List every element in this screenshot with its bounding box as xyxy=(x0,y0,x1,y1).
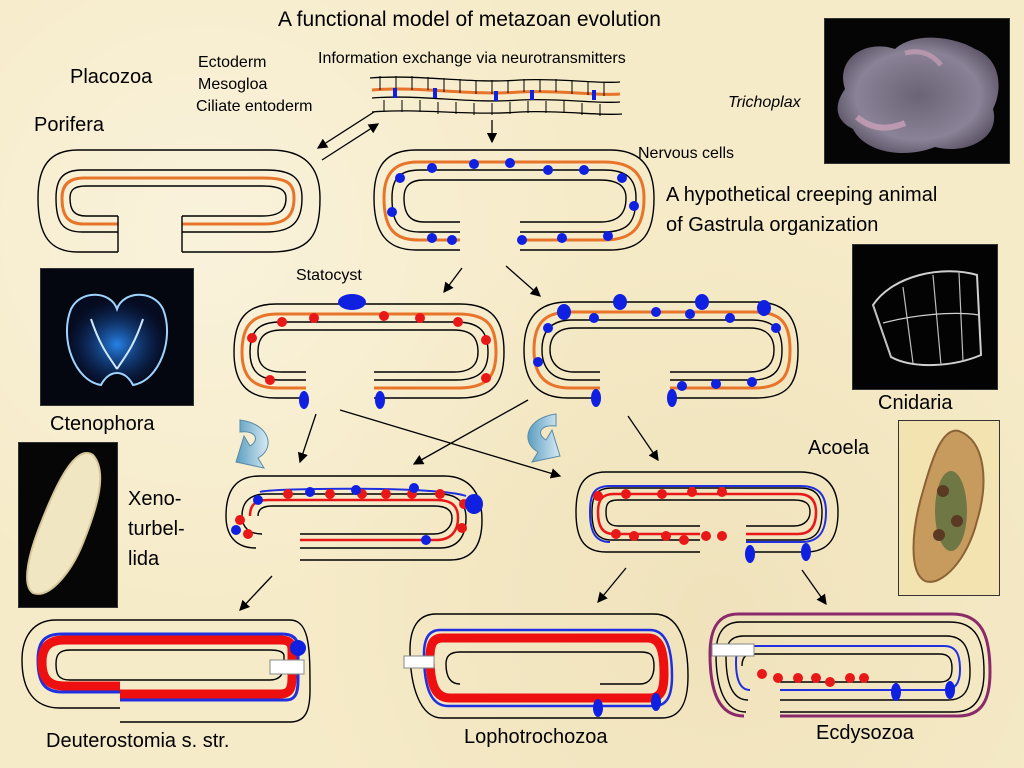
evolution-arrows xyxy=(239,111,827,611)
porifera-diagram xyxy=(37,149,321,253)
acoela-photo xyxy=(898,420,1000,596)
xenoturbellida-photo xyxy=(18,442,118,608)
cnidaria-cells xyxy=(533,294,781,407)
cnidaria-diagram xyxy=(523,301,799,399)
entoderm-label: Ciliate entoderm xyxy=(196,98,313,115)
nervous-cells-label: Nervous cells xyxy=(638,145,735,162)
ctenophora-label: Ctenophora xyxy=(50,413,155,435)
curved-arrow-left-icon xyxy=(235,419,269,469)
cnidaria-label: Cnidaria xyxy=(878,392,953,414)
acoela-diagram xyxy=(575,471,839,553)
placozoa-label: Placozoa xyxy=(70,66,153,88)
ecdysozoa-cuticle xyxy=(708,612,992,718)
cnidaria-photo xyxy=(852,244,998,390)
hypothetical-line1: A hypothetical creeping animal xyxy=(666,184,938,206)
curved-arrow-right-icon xyxy=(527,413,561,463)
lophotrochozoa-mouth xyxy=(403,655,661,717)
ecdysozoa-cells xyxy=(711,643,955,701)
ctenophora-cells xyxy=(247,294,491,409)
deuterostomia-mouth xyxy=(269,640,306,675)
deuterostomia-label: Deuterostomia s. str. xyxy=(46,730,230,752)
xeno-label-3: lida xyxy=(128,548,160,570)
porifera-label: Porifera xyxy=(34,114,105,136)
deuterostomia-diagram xyxy=(21,619,311,723)
placozoa-diagram xyxy=(369,76,623,116)
acoela-cells xyxy=(593,487,811,563)
nervous-cells-dots xyxy=(387,158,639,245)
ctenophora-photo xyxy=(40,268,194,406)
lophotrochozoa-label: Lophotrochozoa xyxy=(464,726,608,748)
xeno-label-2: turbel- xyxy=(128,518,185,540)
xenoturbellida-cells xyxy=(231,483,483,545)
acoela-label: Acoela xyxy=(808,437,870,459)
ecdysozoa-label: Ecdysozoa xyxy=(816,722,914,744)
lophotrochozoa-diagram xyxy=(409,613,689,719)
hypothetical-line2: of Gastrula organization xyxy=(666,214,879,236)
ecdysozoa-diagram xyxy=(715,621,985,713)
gastrula-diagram xyxy=(373,149,655,251)
ectoderm-label: Ectoderm xyxy=(198,54,267,71)
trichoplax-photo xyxy=(824,18,1010,164)
statocyst-label: Statocyst xyxy=(296,267,362,284)
xeno-label-1: Xeno- xyxy=(128,488,182,510)
info-exchange-label: Information exchange via neurotransmitte… xyxy=(318,50,626,67)
diagram-title: A functional model of metazoan evolution xyxy=(278,8,661,31)
ctenophora-diagram xyxy=(233,303,505,399)
trichoplax-label: Trichoplax xyxy=(728,94,801,111)
mesogloa-label: Mesogloa xyxy=(198,76,268,93)
